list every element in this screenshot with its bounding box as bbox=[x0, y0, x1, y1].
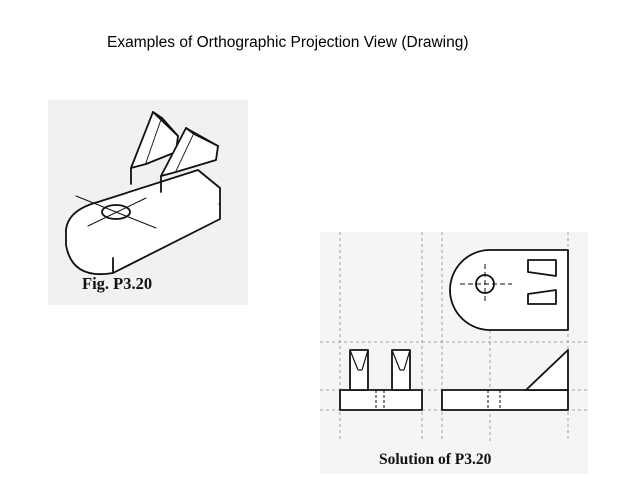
top-view-rib-upper bbox=[527, 259, 557, 277]
orthographic-views bbox=[320, 232, 588, 474]
hole-centerline-b bbox=[87, 197, 147, 227]
orthographic-solution-panel bbox=[320, 232, 588, 474]
front-rib-top bbox=[185, 127, 219, 147]
isometric-drawing bbox=[48, 100, 248, 305]
side-view-rib-left-slope bbox=[349, 349, 359, 371]
front-view-rib bbox=[525, 349, 569, 391]
solution-caption: Solution of P3.20 bbox=[379, 451, 492, 468]
side-view-base bbox=[339, 389, 423, 411]
slide-title: Examples of Orthographic Projection View… bbox=[107, 34, 469, 51]
side-view-rib-left-slope-b bbox=[361, 349, 369, 371]
side-view-rib-right-slope-b bbox=[403, 349, 411, 371]
front-view-base bbox=[441, 389, 569, 411]
figure-caption: Fig. P3.20 bbox=[82, 274, 153, 293]
back-rib-top bbox=[152, 111, 179, 137]
side-view-rib-right-slope bbox=[391, 349, 401, 371]
isometric-drawing-panel bbox=[48, 100, 248, 305]
top-view-rib-lower bbox=[527, 289, 557, 305]
